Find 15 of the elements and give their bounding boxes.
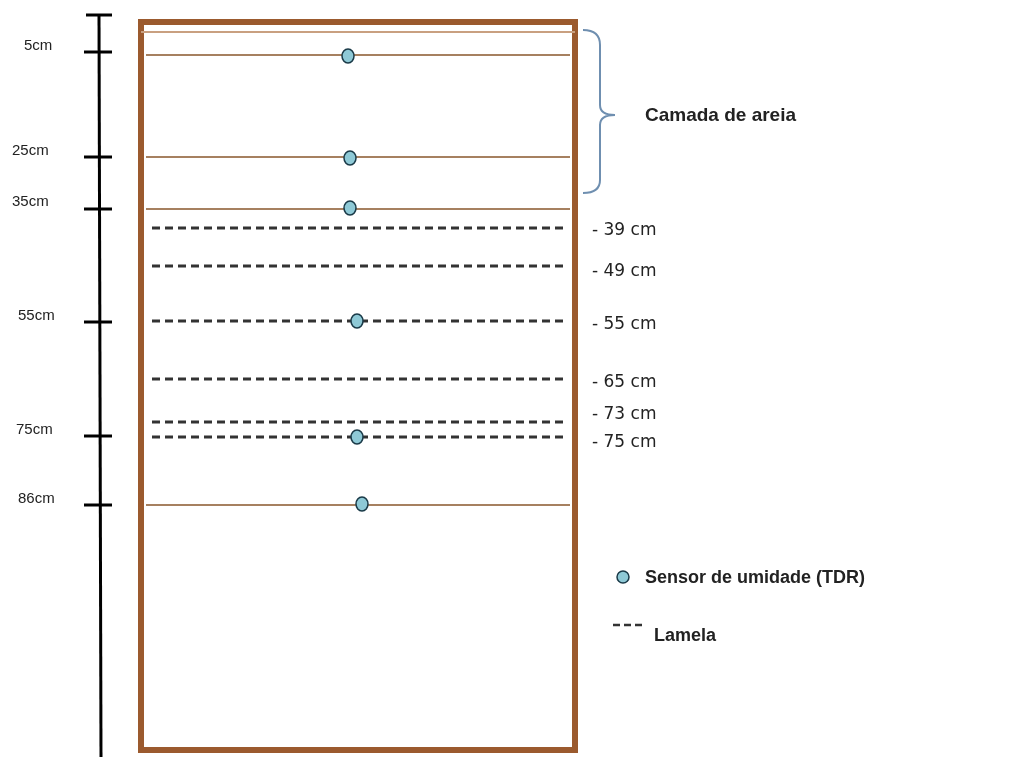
lamella-depth-label: - 75 cm [592, 431, 657, 451]
depth-label: 35cm [12, 191, 49, 209]
depth-label: 86cm [18, 488, 55, 506]
lamella-depth-label: - 49 cm [592, 260, 657, 280]
lamella-depth-label: - 55 cm [592, 313, 657, 333]
legend-label: Sensor de umidade (TDR) [645, 566, 866, 588]
lamella-depth-label: - 65 cm [592, 371, 657, 391]
layer-label: Camada de areia [645, 104, 797, 126]
lamella-depth-label: - 39 cm [592, 219, 657, 239]
depth-label: 55cm [18, 305, 55, 323]
depth-label: 5cm [24, 35, 53, 53]
lamella-depth-label: - 73 cm [592, 403, 657, 423]
depth-label: 25cm [12, 140, 49, 158]
legend-label: Lamela [654, 624, 717, 646]
depth-label: 75cm [16, 419, 53, 437]
